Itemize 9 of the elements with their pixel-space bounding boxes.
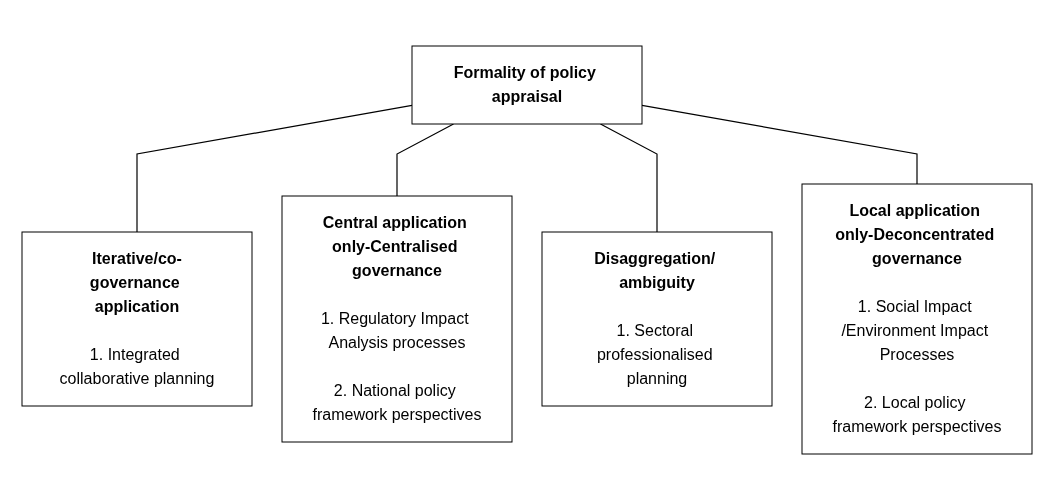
node-box: Formality of policy appraisal [411,45,643,124]
connector [641,104,918,185]
node-box: Local application only-Deconcentrated governance 1. Social Impact /Environment Impact Processes 2. Local policy framework perspectives [801,183,1033,454]
connector [396,122,455,197]
node-box: Disaggregation/ ambiguity 1. Sectoral professionalised planning [541,231,773,406]
connector [136,104,413,233]
node-box: Iterative/co-governance application 1. Integrated collaborative planning [21,231,253,406]
node-box: Central application only-Centralised governance 1. Regulatory Impact Analysis processes 2. National policy framework perspectives [281,195,513,442]
connector [599,122,658,233]
